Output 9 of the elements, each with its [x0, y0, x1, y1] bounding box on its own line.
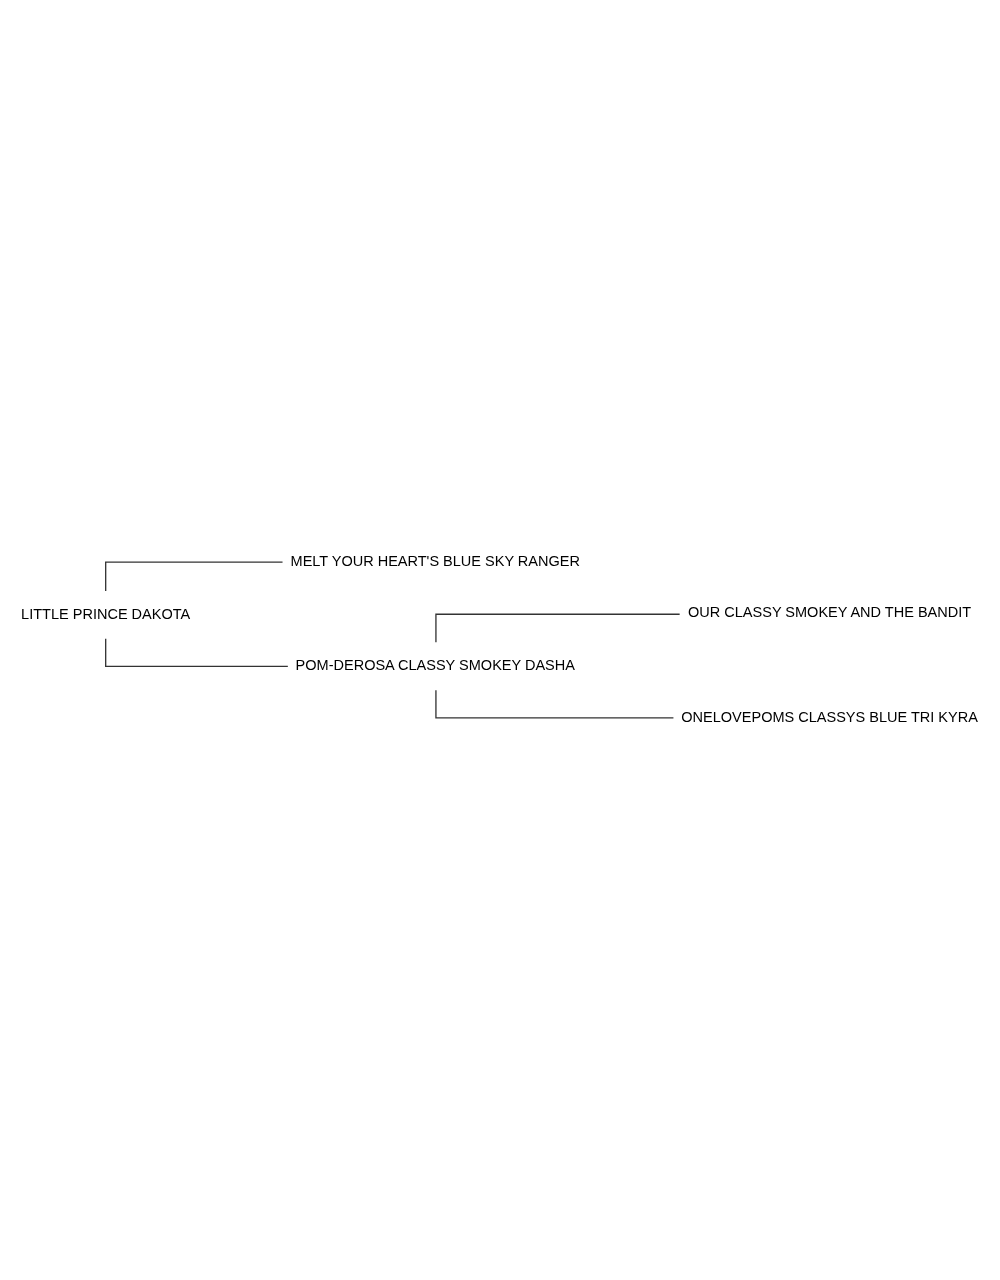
node-text: OUR CLASSY SMOKEY AND THE BANDIT: [688, 604, 972, 621]
node-text: ONELOVEPOMS CLASSYS BLUE TRI KYRA: [681, 708, 978, 725]
node-text: LITTLE PRINCE DAKOTA: [21, 605, 191, 622]
connector: [105, 638, 289, 668]
connector: [105, 561, 284, 592]
node-text: POM-DEROSA CLASSY SMOKEY DASHA: [295, 657, 575, 674]
node-text: MELT YOUR HEART'S BLUE SKY RANGER: [290, 552, 580, 569]
connector: [435, 689, 675, 719]
connector: [435, 613, 681, 643]
